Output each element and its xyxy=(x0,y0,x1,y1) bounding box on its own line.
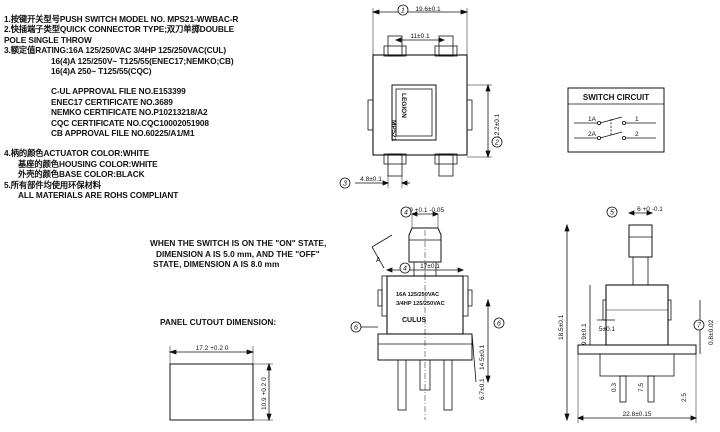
switch-circuit: SWITCH CIRCUIT 1A 1 2A 2 xyxy=(567,87,665,153)
dim-top-width: 19.6±0.1 xyxy=(415,6,441,13)
circuit-2: 2 xyxy=(635,131,639,138)
dim-front-h1: 14.5±0.1 xyxy=(479,344,486,370)
balloon-3: 3 xyxy=(343,181,347,188)
specification-block: 1.按键开关型号PUSH SWITCH MODEL NO. MPS21-WWBA… xyxy=(4,14,304,201)
color-line: 基座的颜色HOUSING COLOR:WHITE xyxy=(18,158,158,169)
balloon-4b: 4 xyxy=(403,266,407,273)
dim-top-height: 12.2±0.1 xyxy=(494,113,501,139)
dim-side-h1: 9.9±0.1 xyxy=(581,323,588,345)
spec-line: 1.按键开关型号PUSH SWITCH MODEL NO. MPS21-WWBA… xyxy=(4,14,239,24)
circuit-title: SWITCH CIRCUIT xyxy=(583,93,649,102)
label-cert: CULUS xyxy=(402,317,426,324)
approval-line: C-UL APPROVAL FILE NO.E153399 xyxy=(51,86,186,97)
dim-panel-h: 10.9 +0.2 0 xyxy=(261,377,268,410)
color-line: 外壳的颜色BASE COLOR:BLACK xyxy=(18,169,145,180)
color-line: ALL MATERIALS ARE ROHS COMPLIANT xyxy=(18,190,179,201)
note-line: WHEN THE SWITCH IS ON THE "ON" STATE, xyxy=(150,238,327,248)
dim-front-h2: 6.7±0.1 xyxy=(479,378,486,400)
front-view: 5.9 +0.1 -0.05 4 A 17±0.1 4 16A 125/250V… xyxy=(350,206,505,420)
color-line: 4.柄的颜色ACTUATOR COLOR:WHITE xyxy=(4,148,150,159)
dim-top-inner: 11±0.1 xyxy=(410,33,430,40)
label-brand: LEGION xyxy=(400,93,407,118)
dim-a: A xyxy=(376,257,381,264)
side-view: 6 +0 -0.1 5 18.5±0.1 9.9±0.1 5±0.1 0.3 7… xyxy=(558,206,715,423)
spec-line: POLE SINGLE THROW xyxy=(4,34,92,45)
dim-panel-w: 17.2 +0.2 0 xyxy=(196,345,229,352)
dim-side-width: 22.8±0.15 xyxy=(623,411,652,418)
balloon-2: 2 xyxy=(494,140,499,147)
dim-top-pitch: 4.8±0.1 xyxy=(360,176,382,183)
balloon-6: 6 xyxy=(354,325,358,332)
label-rating-1: 16A 125/250VAC xyxy=(396,292,439,298)
approval-line: CQC CERTIFICATE NO.CQC10002051908 xyxy=(51,117,209,128)
circuit-1: 1 xyxy=(635,116,639,123)
spec-line: 2.快插端子类型QUICK CONNECTOR TYPE;双刀单掷DOUBLE xyxy=(4,24,235,35)
spec-rating: 16(4)A 250~ T125/55(CQC) xyxy=(51,66,152,77)
spec-line: 3.额定值RATING:16A 125/250VAC 3/4HP 125/250… xyxy=(4,45,227,56)
spec-rating: 16(4)A 125/250V~ T125/55(ENEC17;NEMKO;CB… xyxy=(51,55,234,66)
label-model: MPS21 xyxy=(390,120,397,142)
balloon-1: 1 xyxy=(401,8,405,15)
label-rating-2: 3/4HP 125/250VAC xyxy=(396,301,445,307)
panel-cutout: 17.2 +0.2 0 10.9 +0.2 0 xyxy=(168,345,273,422)
dim-front-actuator: 5.9 +0.1 -0.05 xyxy=(404,207,445,214)
balloon-4: 4 xyxy=(404,210,408,217)
approval-line: ENEC17 CERTIFICATE NO.3689 xyxy=(51,96,173,107)
approval-line: CB APPROVAL FILE NO.60225/A1/M1 xyxy=(51,128,195,139)
approval-line: NEMKO CERTIFICATE NO.P10213218/A2 xyxy=(51,107,208,118)
state-note: WHEN THE SWITCH IS ON THE "ON" STATE, DI… xyxy=(150,238,326,270)
note-line: STATE, DIMENSION A IS 8.0 mm xyxy=(153,259,280,269)
top-view: 19.6±0.1 1 11±0.1 LEGION MPS21 1 xyxy=(339,4,503,189)
dim-side-pin1: 0.3 xyxy=(611,383,618,392)
dim-front-body: 17±0.1 xyxy=(420,263,440,270)
balloon-5: 5 xyxy=(610,210,614,217)
dim-side-pin3: 7.5 xyxy=(638,383,645,392)
dim-side-total: 18.5±0.1 xyxy=(558,314,565,340)
circuit-1a: 1A xyxy=(588,116,597,123)
circuit-2a: 2A xyxy=(588,131,597,138)
dim-side-pin2: 2.5 xyxy=(681,393,688,402)
balloon-7: 7 xyxy=(697,323,702,330)
dim-side-right: 0.8±0.02 xyxy=(708,319,715,345)
dim-side-actuator: 6 +0 -0.1 xyxy=(637,206,663,213)
color-line: 5.所有部件均使用环保材料 xyxy=(4,179,101,190)
dim-side-h2: 5±0.1 xyxy=(599,326,616,333)
note-line: DIMENSION A IS 5.0 mm, AND THE "OFF" xyxy=(156,248,320,259)
panel-cutout-title: PANEL CUTOUT DIMENSION: xyxy=(160,317,277,327)
balloon-6b: 6 xyxy=(497,321,501,328)
